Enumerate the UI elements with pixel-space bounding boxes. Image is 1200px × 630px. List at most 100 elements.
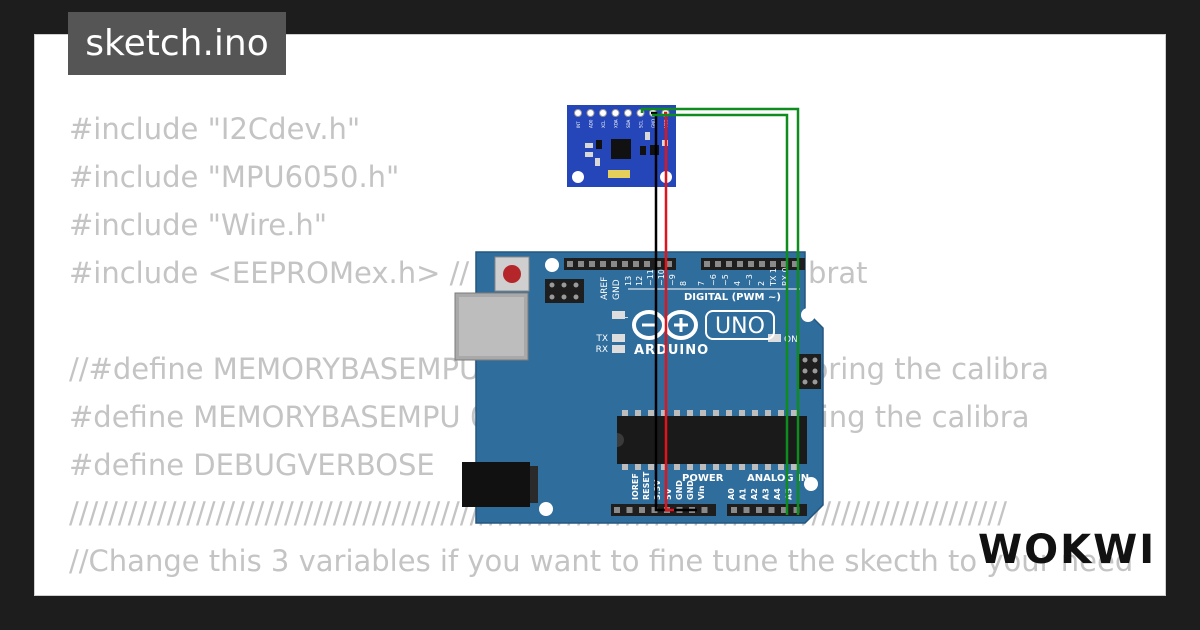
chip-pin <box>674 410 680 416</box>
analog-pin-label: A2 <box>750 488 759 500</box>
wire-vcc[interactable] <box>664 111 674 512</box>
pin-hole <box>768 507 775 513</box>
power-pin-label: GND <box>686 480 695 500</box>
code-line: //Change this 3 variables if you want to… <box>69 544 1133 578</box>
mounting-hole <box>572 171 584 183</box>
chip-pin <box>713 464 719 470</box>
digital-label: DIGITAL (PWM ~) <box>684 292 781 303</box>
pin-hole <box>743 507 750 513</box>
arduino-brand-label: ARDUINO <box>634 343 709 358</box>
pin-hole <box>567 261 573 267</box>
tx-led <box>612 334 625 342</box>
pin-hole <box>589 261 595 267</box>
mounting-hole <box>545 258 559 272</box>
atmega-chip <box>617 416 807 464</box>
chip-pin <box>622 410 628 416</box>
mpu-pin-label: INT <box>576 121 581 128</box>
digital-pin-label: ~5 <box>721 274 730 286</box>
pin-hole <box>770 261 776 267</box>
rx-led-label: RX <box>596 345 608 355</box>
pin-hole <box>622 261 628 267</box>
power-jack <box>462 462 538 507</box>
mpu-pin-label: SDA <box>626 119 631 128</box>
pin-hole <box>651 507 658 513</box>
chip-pin <box>661 410 667 416</box>
chip-pin <box>661 464 667 470</box>
l-led <box>612 311 625 319</box>
chip-pin <box>700 410 706 416</box>
digital-pin-holes <box>567 261 798 267</box>
bottom-pin-holes <box>614 507 800 513</box>
pin-hole <box>748 261 754 267</box>
mounting-hole <box>539 502 553 516</box>
chip-pin <box>726 410 732 416</box>
pin-hole <box>626 507 633 513</box>
digital-pin-label: ~6 <box>709 274 718 286</box>
digital-pin-label: 8 <box>679 281 688 286</box>
icsp-header <box>545 279 584 303</box>
mpu-pin <box>574 109 582 117</box>
power-label: POWER <box>682 473 724 484</box>
icsp-header-2 <box>799 354 821 389</box>
analog-label: ANALOG IN <box>747 473 809 484</box>
chip-pin <box>648 464 654 470</box>
chip-pin <box>752 464 758 470</box>
mpu-pin-label: AD0 <box>589 119 594 128</box>
mpu-pin <box>586 109 595 117</box>
code-line: #define DEBUGVERBOSE <box>69 448 435 482</box>
pin-hole <box>614 507 620 513</box>
analog-pin-label: A5 <box>785 488 794 500</box>
uno-badge <box>705 310 775 340</box>
chip-pin <box>778 464 784 470</box>
pin-hole <box>704 261 710 267</box>
mpu-pin-label: SCL <box>639 120 644 128</box>
pin-hole <box>655 261 661 267</box>
pin-hole <box>715 261 721 267</box>
chip-pin <box>648 410 654 416</box>
reset-button[interactable] <box>494 256 530 292</box>
rx-led <box>612 345 625 353</box>
analog-pin-label: A3 <box>762 488 771 500</box>
pin-hole <box>600 261 606 267</box>
mpu-capacitor <box>608 170 630 178</box>
code-line: int buffersize=1000; //Amount of reading… <box>69 585 1133 595</box>
wire-scl[interactable] <box>640 107 800 515</box>
on-led-label: ON <box>784 335 798 345</box>
l-led-label: L <box>623 311 628 321</box>
chip-pin <box>700 464 706 470</box>
uno-label: UNO <box>715 314 765 339</box>
chip-pin <box>765 410 771 416</box>
code-line: #include "I2Cdev.h" <box>69 112 361 146</box>
wire-sda[interactable] <box>652 113 789 515</box>
pin-hole <box>731 507 737 513</box>
chip-pin <box>778 410 784 416</box>
digital-pin-label: ~9 <box>668 274 677 286</box>
chip-pin <box>791 410 797 416</box>
chip-pin <box>635 464 641 470</box>
analog-pin-label: A4 <box>773 488 782 500</box>
digital-pin-label: 7 <box>697 281 706 286</box>
chip-pin <box>674 464 680 470</box>
code-preview: #include "I2Cdev.h"#include "MPU6050.h"#… <box>69 105 1133 595</box>
chip-pin <box>622 464 628 470</box>
mounting-hole <box>801 308 815 322</box>
chip-pins <box>622 410 797 470</box>
power-pin-label: Vin <box>697 485 706 500</box>
pin-hole <box>756 507 762 513</box>
digital-pin-label: ~3 <box>745 274 754 286</box>
power-pin-label: GND <box>675 480 684 500</box>
chip-pin <box>726 464 732 470</box>
file-name-tab[interactable]: sketch.ino <box>68 12 286 75</box>
pin-hole <box>759 261 765 267</box>
gnd-label: GND <box>612 279 622 300</box>
mounting-hole <box>804 477 818 491</box>
mpu-pin-label: XCL <box>601 120 606 128</box>
wokwi-logo[interactable]: WOKWI <box>978 527 1157 573</box>
wire-gnd[interactable] <box>651 111 697 512</box>
chip-pin <box>739 410 745 416</box>
